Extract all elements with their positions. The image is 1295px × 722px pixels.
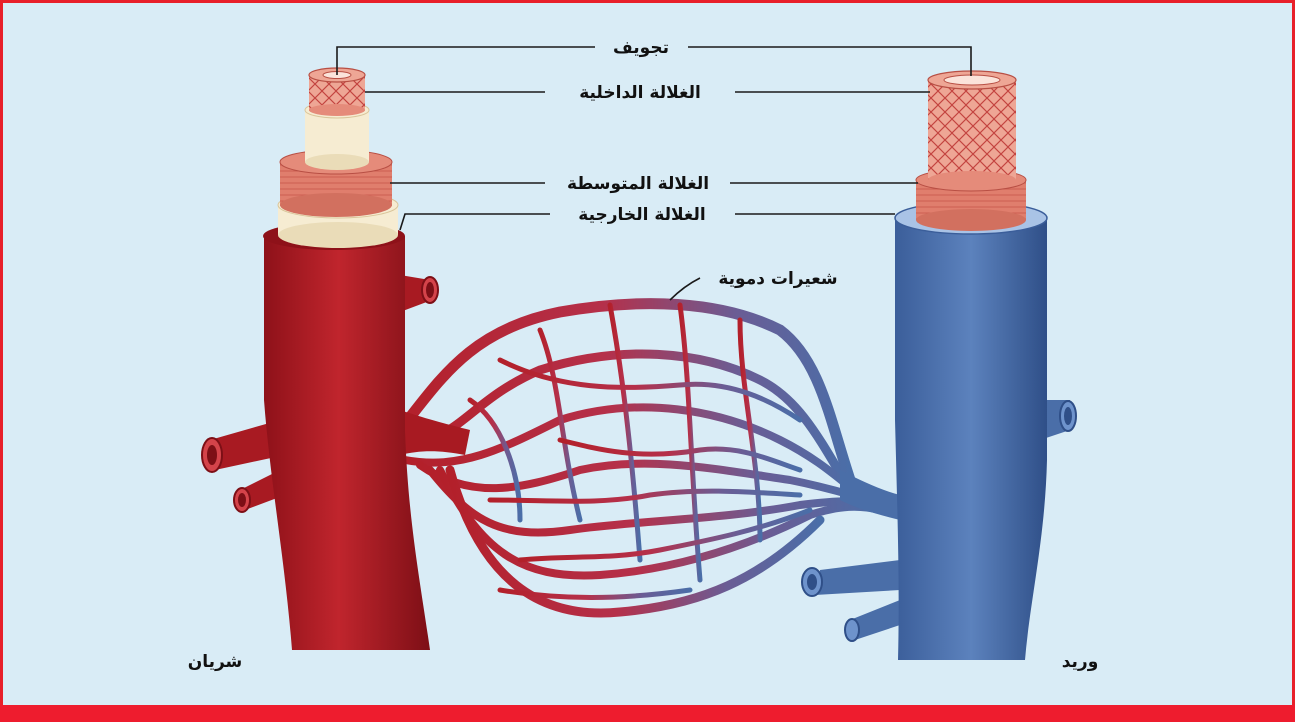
label-capillaries: شعيرات دموية [718,269,837,289]
label-artery: شريان [188,652,243,672]
capillary-network [400,304,880,613]
label-vein: وريد [1062,652,1099,672]
vein [802,71,1076,660]
label-tunica-intima: الغلالة الداخلية [579,83,701,103]
artery [202,68,470,650]
label-tunica-media: الغلالة المتوسطة [567,174,709,194]
bottom-accent-bar [0,705,1295,722]
label-lumen: تجويف [613,38,669,58]
label-tunica-externa: الغلالة الخارجية [578,205,705,225]
